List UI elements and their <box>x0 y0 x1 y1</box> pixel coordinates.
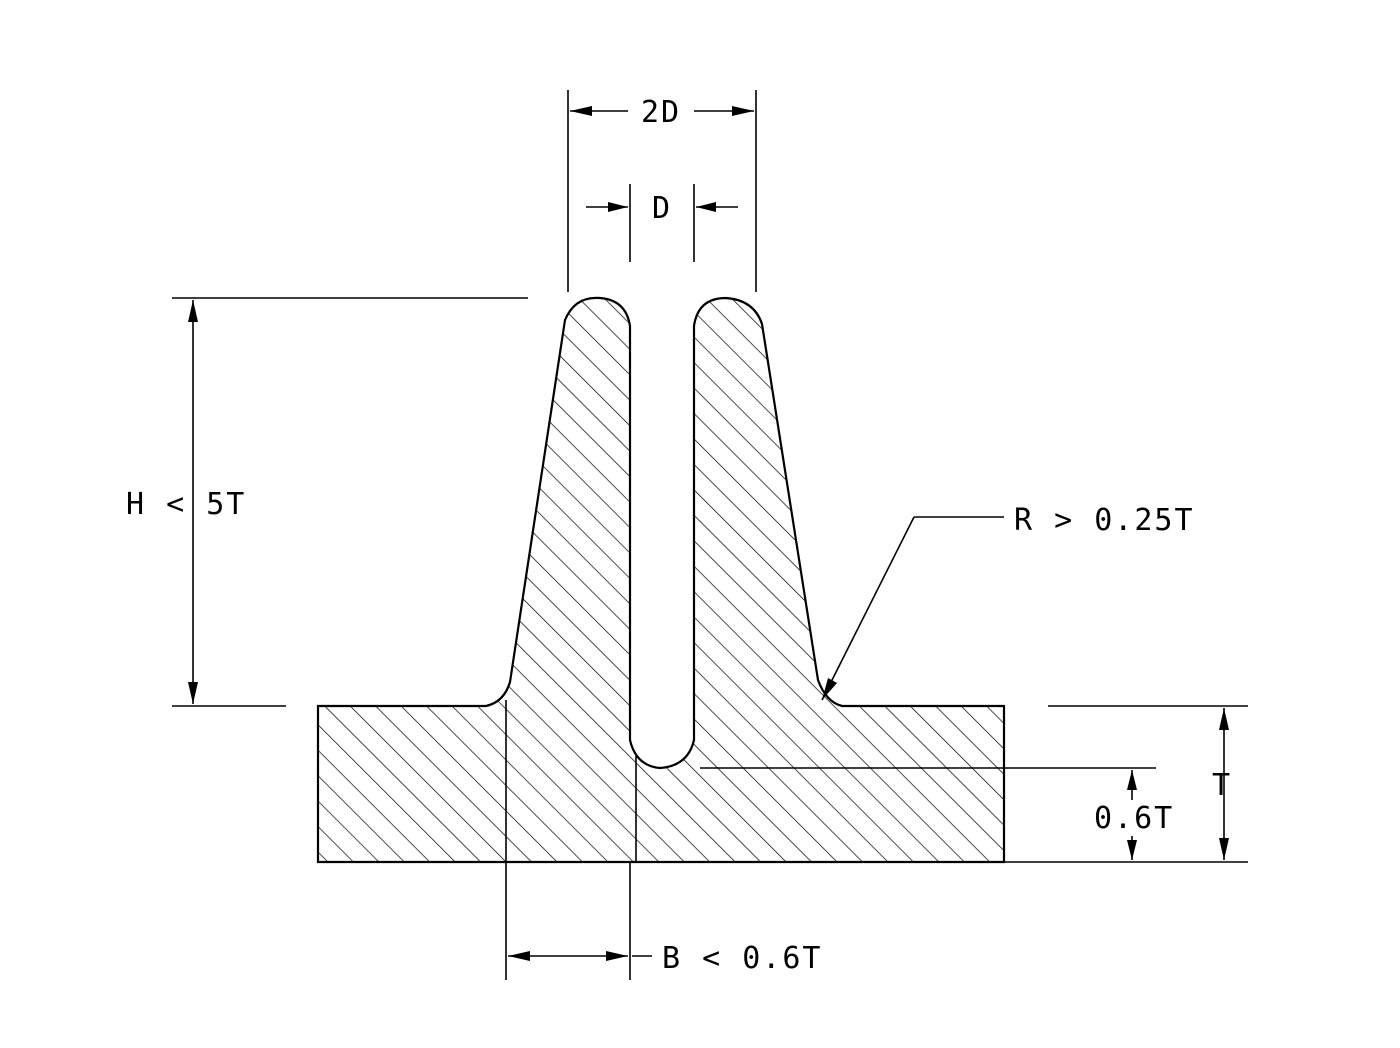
label-b: B < 0.6T <box>662 941 823 976</box>
label-06t: 0.6T <box>1094 801 1174 836</box>
dimension-r-leader: R > 0.25T <box>821 503 1195 701</box>
rib-profile-section <box>316 296 1006 864</box>
label-t: T <box>1212 768 1232 803</box>
dimension-t: T <box>1004 705 1248 863</box>
label-d: D <box>652 191 672 226</box>
dimension-06t: 0.6T <box>1094 770 1174 860</box>
dimension-d: D <box>586 184 738 262</box>
dimension-b: B < 0.6T <box>505 700 823 980</box>
dimension-2d: 2D <box>567 90 757 292</box>
label-h: H < 5T <box>126 487 246 522</box>
label-r: R > 0.25T <box>1014 503 1195 538</box>
label-2d: 2D <box>641 95 681 130</box>
dimension-h: H < 5T <box>126 297 528 707</box>
